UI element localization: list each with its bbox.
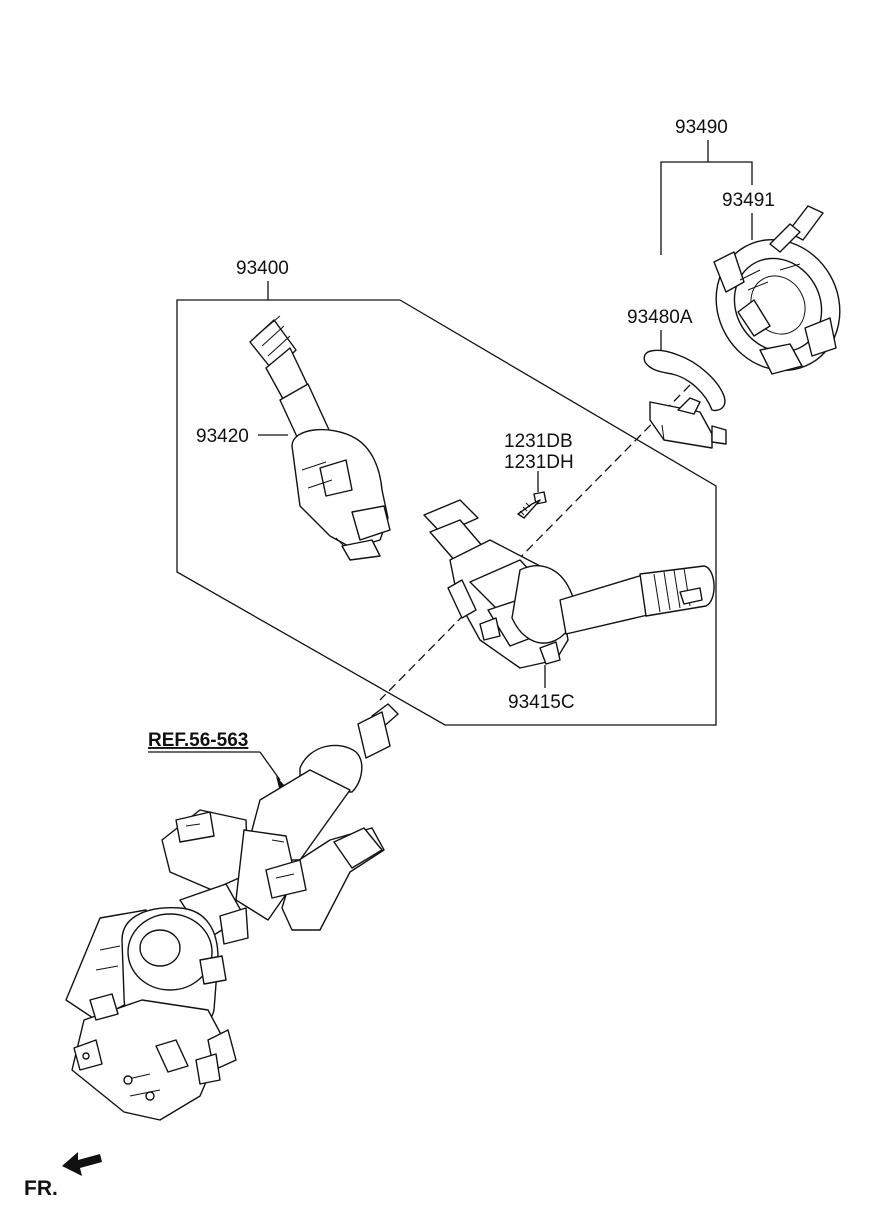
- part-93491-clock-spring: [713, 205, 841, 375]
- label-93490[interactable]: 93490: [675, 117, 728, 138]
- label-1231dh[interactable]: 1231DH: [504, 452, 574, 473]
- part-93415c-multifunction-switch: [423, 499, 715, 669]
- label-93420[interactable]: 93420: [196, 426, 249, 447]
- leader-lines: [148, 140, 753, 788]
- steering-axis-line: [379, 384, 691, 701]
- steering-column: [161, 703, 399, 945]
- label-93480a[interactable]: 93480A: [627, 307, 693, 328]
- assembly-93400-boundary: [176, 299, 717, 726]
- mdps-motor-unit: [65, 907, 237, 1121]
- front-arrow-icon: [62, 1152, 102, 1176]
- part-93420-light-switch: [249, 315, 391, 561]
- label-fr: FR.: [24, 1177, 58, 1200]
- label-1231db[interactable]: 1231DB: [504, 431, 573, 452]
- part-93480a-bracket: [643, 349, 727, 449]
- part-1231-bolt: [517, 491, 547, 519]
- label-93400[interactable]: 93400: [236, 258, 289, 279]
- label-ref-56-563[interactable]: REF.56-563: [148, 730, 248, 751]
- label-93491[interactable]: 93491: [722, 190, 775, 211]
- label-93415c[interactable]: 93415C: [508, 692, 575, 713]
